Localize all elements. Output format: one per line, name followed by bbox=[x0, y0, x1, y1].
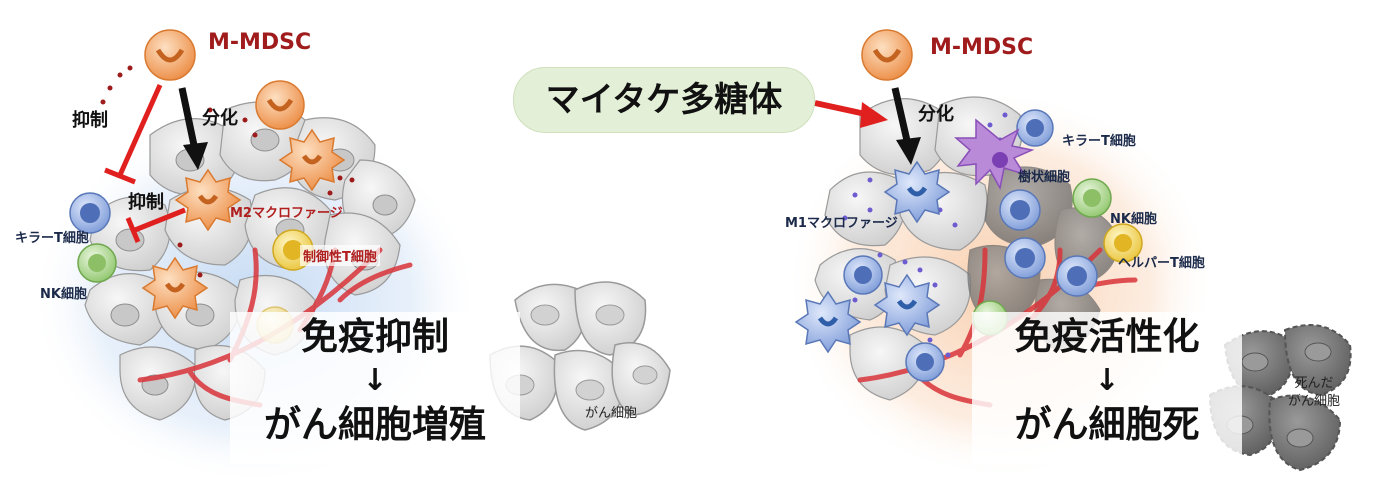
left-mdsc-cell-2 bbox=[256, 81, 304, 129]
treg-label: 制御性T細胞 bbox=[300, 245, 380, 266]
right-differentiation-label: 分化 bbox=[918, 100, 954, 126]
left-m2-macrophage-2 bbox=[280, 130, 344, 190]
left-mdsc-label: M-MDSC bbox=[208, 30, 311, 55]
right-nk-cell bbox=[1073, 179, 1111, 217]
right-result-line2: がん細胞死 bbox=[972, 400, 1242, 450]
left-nk-label: NK細胞 bbox=[40, 283, 87, 302]
right-m1-macrophage-3 bbox=[796, 292, 860, 352]
m1-macrophage-label: M1マクロファージ bbox=[785, 212, 898, 231]
left-m2-macrophage-1 bbox=[176, 170, 240, 230]
right-nk-label: NK細胞 bbox=[1110, 208, 1157, 227]
dead-cancer-label-line2: がん細胞 bbox=[1288, 393, 1340, 411]
left-result-line2: がん細胞増殖 bbox=[230, 400, 520, 450]
left-killer-t-label: キラーT細胞 bbox=[15, 227, 89, 246]
dead-cancer-label: 死んだ がん細胞 bbox=[1288, 375, 1340, 411]
left-result-box: 免疫抑制 ↓ がん細胞増殖 bbox=[230, 312, 520, 464]
left-inhibit-top-label: 抑制 bbox=[72, 106, 108, 132]
left-result-line1: 免疫抑制 bbox=[230, 312, 520, 362]
helper-t-label: ヘルパーT細胞 bbox=[1118, 252, 1205, 271]
polysaccharide-label: マイタケ多糖体 bbox=[513, 67, 815, 133]
right-killer-t-label: キラーT細胞 bbox=[1062, 130, 1136, 149]
right-mdsc-label: M-MDSC bbox=[930, 35, 1033, 60]
m2-macrophage-label: M2マクロファージ bbox=[230, 202, 343, 221]
left-result-arrow: ↓ bbox=[230, 362, 520, 400]
right-m1-macrophage-2 bbox=[875, 275, 939, 335]
cancer-cell-label: がん細胞 bbox=[585, 402, 637, 421]
left-nk-cell bbox=[78, 244, 116, 282]
right-result-arrow: ↓ bbox=[972, 362, 1242, 400]
right-result-line1: 免疫活性化 bbox=[972, 312, 1242, 362]
dead-cancer-label-line1: 死んだ bbox=[1288, 375, 1340, 393]
dendritic-label: 樹状細胞 bbox=[1018, 166, 1070, 185]
left-m2-macrophage-3 bbox=[143, 258, 207, 318]
right-result-box: 免疫活性化 ↓ がん細胞死 bbox=[972, 312, 1242, 464]
left-mdsc-cell bbox=[145, 30, 195, 80]
left-inhibit-mid-label: 抑制 bbox=[128, 188, 164, 214]
right-mdsc-cell bbox=[862, 30, 912, 80]
left-differentiation-label: 分化 bbox=[202, 104, 238, 130]
